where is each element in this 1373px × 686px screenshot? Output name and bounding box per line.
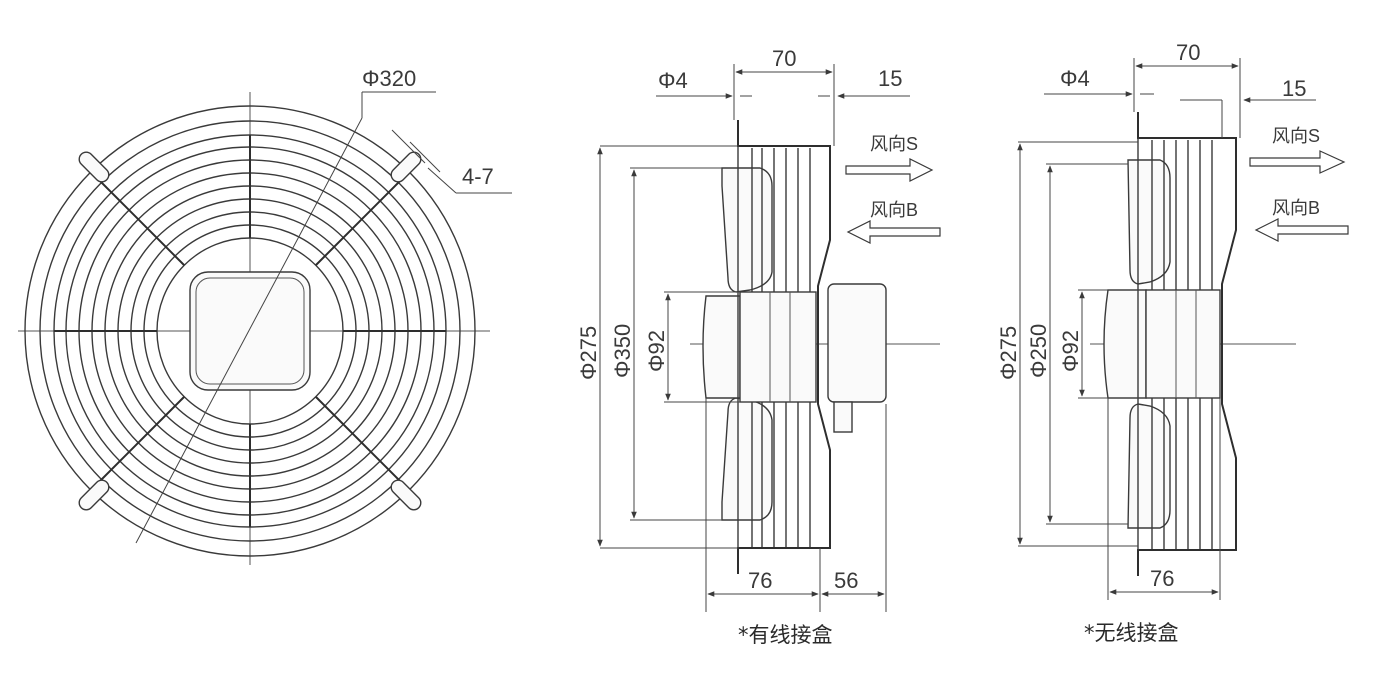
motor-hub — [189, 271, 311, 391]
dim-bottom-left-1: 76 — [748, 568, 772, 593]
dim-outer-1: Φ275 — [576, 326, 601, 380]
dim-hub-2: Φ92 — [1058, 330, 1083, 372]
airflow-b-1: 风向B — [870, 200, 918, 220]
dim-flange-1: 15 — [878, 66, 902, 91]
side-view-no-box: Φ275 Φ250 Φ92 70 Φ4 15 76 风向S 风向B *无线接盒 — [996, 40, 1349, 645]
dim-bottom-2: 76 — [1150, 566, 1174, 591]
caption-no-box: *无线接盒 — [1084, 621, 1179, 645]
caption-with-box: *有线接盒 — [738, 623, 833, 647]
guard-spokes — [54, 135, 446, 527]
airflow-s-2: 风向S — [1272, 126, 1320, 146]
airflow-s-arrow-2 — [1249, 150, 1346, 174]
dim-bottom-right-1: 56 — [834, 568, 858, 593]
airflow-b-2: 风向B — [1272, 198, 1320, 218]
dim-flange-2: 15 — [1282, 76, 1306, 101]
hole-spec-label: 4-7 — [462, 164, 494, 189]
airflow-s-1: 风向S — [870, 134, 918, 154]
front-view: Φ320 4-7 — [18, 66, 512, 565]
guard-fins-2 — [1151, 140, 1213, 550]
airflow-b-arrow-2 — [1254, 218, 1349, 242]
dim-top-2: 70 — [1176, 40, 1200, 65]
dim-hole-1: Φ4 — [658, 68, 688, 93]
dim-hub-1: Φ92 — [644, 330, 669, 372]
dim-outer-2: Φ275 — [996, 326, 1021, 380]
mounting-lugs — [78, 151, 422, 511]
airflow-s-arrow-1 — [845, 158, 934, 182]
dim-guard-2: Φ250 — [1026, 324, 1051, 378]
junction-box — [827, 283, 887, 403]
dim-guard-1: Φ350 — [610, 324, 635, 378]
dim-hole-2: Φ4 — [1060, 66, 1090, 91]
guard-fins-1 — [751, 148, 811, 548]
front-diameter-label: Φ320 — [362, 66, 416, 91]
airflow-b-arrow-1 — [846, 220, 941, 244]
side-view-with-box: Φ275 Φ350 Φ92 70 Φ4 15 76 56 风向S 风向B *有线 — [576, 46, 941, 647]
dim-top-1: 70 — [772, 46, 796, 71]
